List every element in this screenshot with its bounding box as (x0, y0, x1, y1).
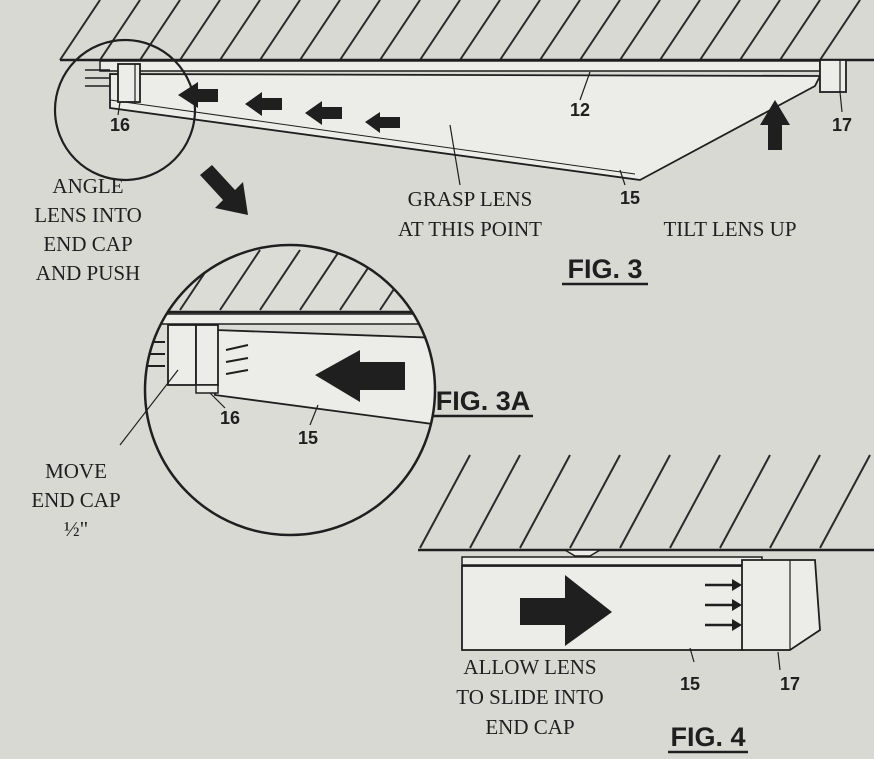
fig3-tilt-label: TILT LENS UP (663, 217, 796, 241)
fig4-callout-17: 17 (780, 674, 800, 694)
fig3-angle-line3: END CAP (43, 232, 132, 256)
fig3-callout-15: 15 (620, 188, 640, 208)
fig3-zoom-arrow (200, 165, 248, 215)
fig3a-move-line2: END CAP (31, 488, 120, 512)
fig3-push-arrows (178, 82, 400, 133)
fig4-callout-15: 15 (680, 674, 700, 694)
fig3-grasp-line2: AT THIS POINT (398, 217, 542, 241)
fig3a-title: FIG. 3A (436, 386, 531, 416)
fig4-slide-arrow (520, 575, 612, 646)
fig3-callout-12: 12 (570, 100, 590, 120)
fig3-angle-line1: ANGLE (52, 174, 123, 198)
fig4-allow-line3: END CAP (485, 715, 574, 739)
fig3-callout-16: 16 (110, 115, 130, 135)
fig3a-move-line3: ½" (64, 517, 88, 541)
fig3-callout-17: 17 (832, 115, 852, 135)
fig4-allow-line1: ALLOW LENS (463, 655, 596, 679)
fig3a-zoom (119, 243, 437, 537)
fig4-title: FIG. 4 (670, 722, 745, 752)
fig4-diagram (418, 454, 874, 671)
fig3-diagram (53, 0, 874, 215)
fig3-channel (99, 60, 821, 72)
fig3-tilt-up-arrow (760, 100, 790, 150)
fig3-end-cap-17 (819, 59, 847, 93)
fig4-end-cap-17 (741, 559, 821, 651)
fig3a-callout-15: 15 (298, 428, 318, 448)
fig3-grasp-line1: GRASP LENS (408, 187, 533, 211)
fig3a-callout-16: 16 (220, 408, 240, 428)
fig3-end-cap-16 (85, 63, 141, 103)
fig3-angle-line4: AND PUSH (36, 261, 140, 285)
fig3-title: FIG. 3 (567, 254, 642, 284)
fig3a-move-line1: MOVE (45, 459, 107, 483)
fig3-zoom-circle (53, 38, 197, 182)
fig3-lens (109, 73, 822, 181)
fig3-angle-line2: LENS INTO (34, 203, 142, 227)
fig3-ceiling-hatch (59, 0, 861, 61)
fig4-allow-line2: TO SLIDE INTO (456, 685, 603, 709)
